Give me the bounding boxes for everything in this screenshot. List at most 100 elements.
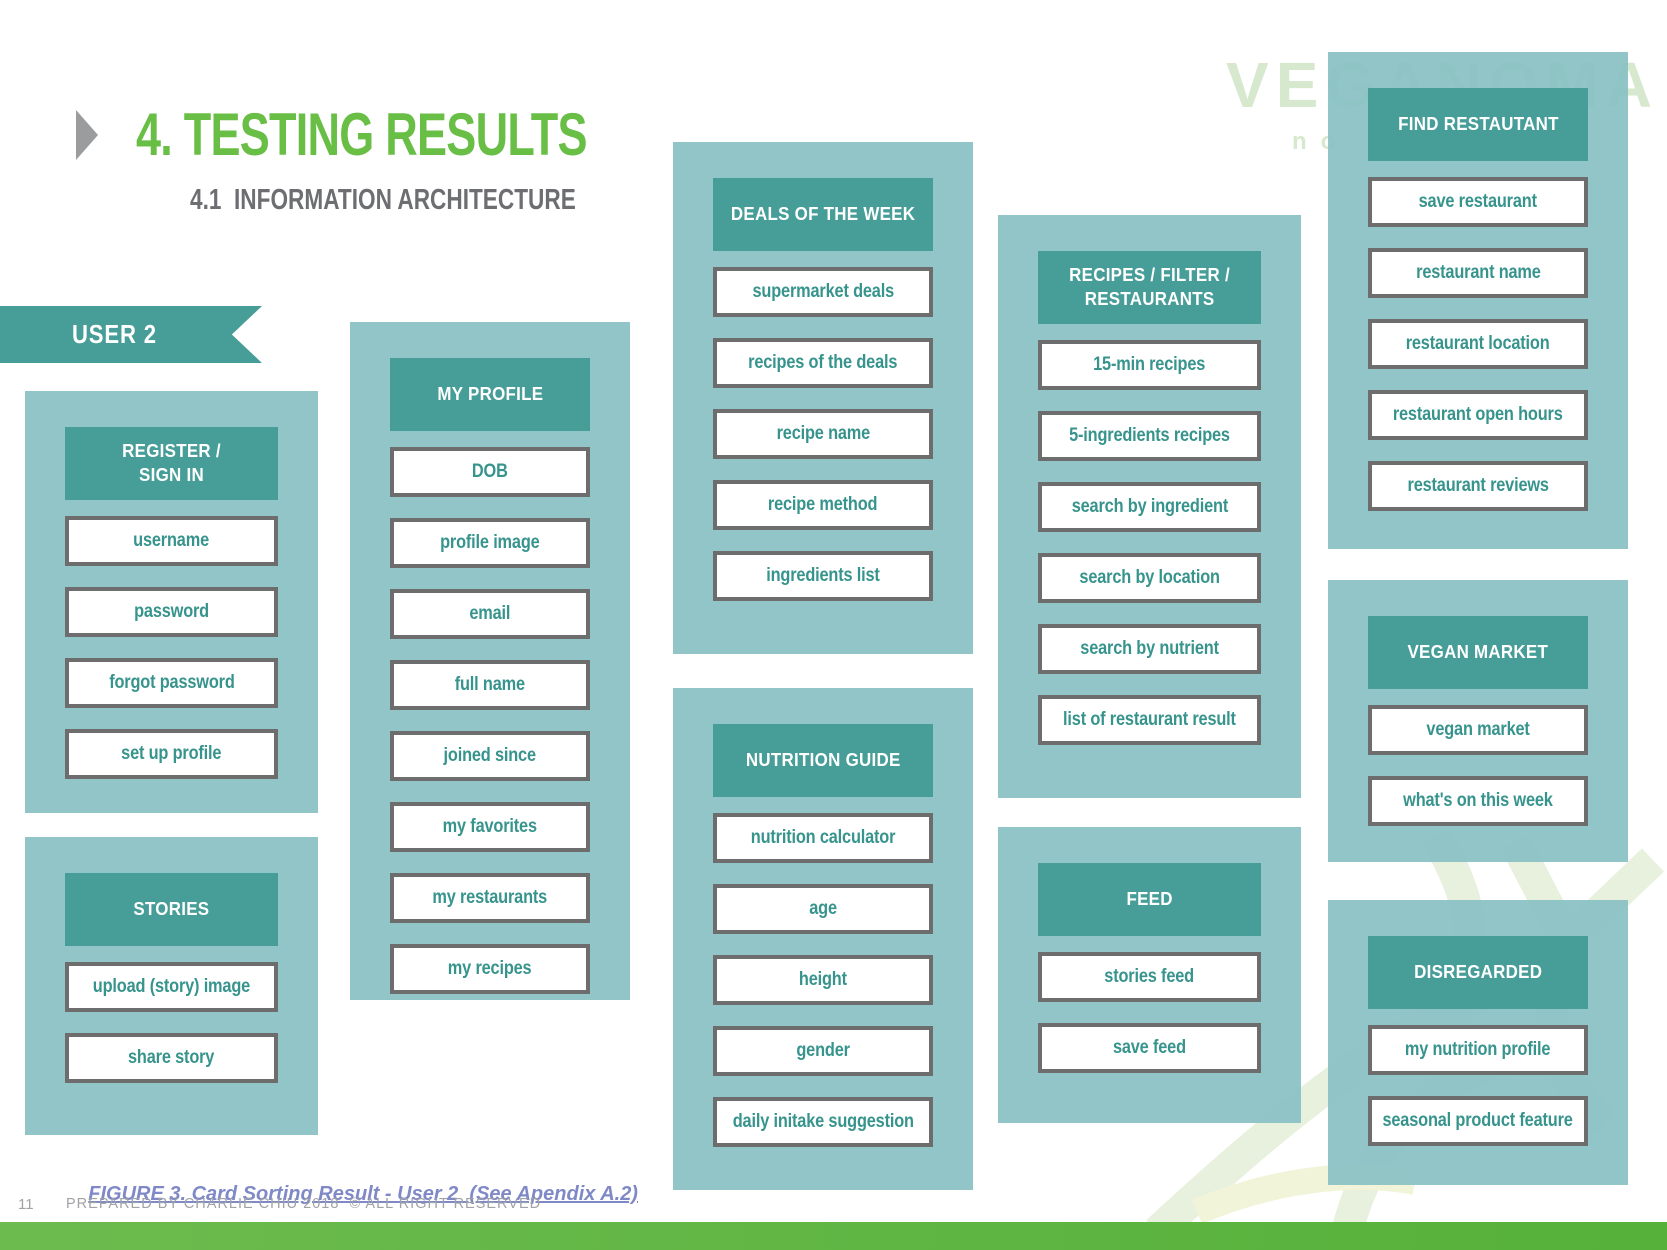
card-label: search by nutrient [1080, 638, 1219, 659]
card-profile-5: my favorites [390, 802, 590, 852]
card-group-disregarded: DISREGARDED my nutrition profile seasonal … [1328, 900, 1628, 1185]
group-header-label: VEGAN MARKET [1407, 641, 1549, 662]
card-group-nutrition: NUTRITION GUIDE nutrition calculator age he… [673, 688, 973, 1190]
figure-caption: FIGURE 3. Card Sorting Result - User 2 (… [66, 1160, 638, 1229]
card-label: height [798, 969, 847, 990]
card-label: share story [128, 1047, 215, 1068]
card-label: email [469, 603, 511, 624]
group-header-deals: DEALS OF THE WEEK [713, 178, 933, 251]
card-label: what's on this week [1403, 790, 1553, 811]
card-label: set up profile [121, 743, 222, 764]
group-header-label: REGISTER / SIGN IN [122, 441, 221, 485]
card-deals-2: recipe name [713, 409, 933, 459]
card-recipes-0: 15-min recipes [1038, 340, 1261, 390]
card-label: recipes of the deals [748, 352, 898, 373]
card-group-deals: DEALS OF THE WEEK supermarket deals recipe… [673, 142, 973, 654]
card-label: seasonal product feature [1382, 1110, 1574, 1131]
card-nutrition-4: daily initake suggestion [713, 1097, 933, 1147]
card-label: save feed [1113, 1037, 1186, 1058]
card-deals-4: ingredients list [713, 551, 933, 601]
card-label: supermarket deals [752, 281, 894, 302]
card-profile-0: DOB [390, 447, 590, 497]
card-label: 5-ingredients recipes [1069, 425, 1230, 446]
group-header-label: NUTRITION GUIDE [745, 749, 901, 770]
group-header-profile: MY PROFILE [390, 358, 590, 431]
card-market-1: what's on this week [1368, 776, 1588, 826]
group-header-label: DEALS OF THE WEEK [730, 203, 916, 224]
card-label: profile image [440, 532, 540, 553]
group-header-label: RECIPES / FILTER / RESTAURANTS [1069, 265, 1230, 309]
card-market-0: vegan market [1368, 705, 1588, 755]
card-group-market: VEGAN MARKET vegan market what's on this w… [1328, 580, 1628, 862]
card-label: search by ingredient [1071, 496, 1228, 517]
card-deals-1: recipes of the deals [713, 338, 933, 388]
group-header-market: VEGAN MARKET [1368, 616, 1588, 689]
card-find-3: restaurant open hours [1368, 390, 1588, 440]
figure-caption-link[interactable]: FIGURE 3. Card Sorting Result - User 2 (… [88, 1183, 638, 1205]
card-nutrition-0: nutrition calculator [713, 813, 933, 863]
card-nutrition-1: age [713, 884, 933, 934]
card-profile-6: my restaurants [390, 873, 590, 923]
card-label: restaurant location [1406, 333, 1550, 354]
card-group-find: FIND RESTAUTANT save restaurant restaurant… [1328, 52, 1628, 549]
card-label: my favorites [442, 816, 538, 837]
card-find-1: restaurant name [1368, 248, 1588, 298]
card-recipes-2: search by ingredient [1038, 482, 1261, 532]
card-label: password [134, 601, 209, 622]
group-header-stories: STORIES [65, 873, 278, 946]
card-register-1: password [65, 587, 278, 637]
card-label: recipe method [768, 494, 878, 515]
card-disregarded-0: my nutrition profile [1368, 1025, 1588, 1075]
card-label: forgot password [108, 672, 235, 693]
card-stories-0: upload (story) image [65, 962, 278, 1012]
card-find-2: restaurant location [1368, 319, 1588, 369]
card-label: restaurant reviews [1407, 475, 1549, 496]
card-label: gender [796, 1040, 850, 1061]
card-label: 15-min recipes [1093, 354, 1206, 375]
group-header-disregarded: DISREGARDED [1368, 936, 1588, 1009]
card-label: username [133, 530, 210, 551]
title-arrow-icon [76, 110, 98, 160]
group-header-label: STORIES [133, 898, 210, 919]
page-title: 4. TESTING RESULTS [136, 101, 587, 168]
card-label: my recipes [448, 958, 532, 979]
card-label: full name [454, 674, 526, 695]
card-nutrition-3: gender [713, 1026, 933, 1076]
card-label: search by location [1079, 567, 1220, 588]
card-label: recipe name [776, 423, 870, 444]
card-label: restaurant name [1415, 262, 1541, 283]
card-recipes-3: search by location [1038, 553, 1261, 603]
card-deals-3: recipe method [713, 480, 933, 530]
user-ribbon-label: USER 2 [72, 319, 157, 349]
card-feed-1: save feed [1038, 1023, 1261, 1073]
card-label: stories feed [1104, 966, 1195, 987]
bottom-accent-bar [0, 1222, 1667, 1250]
card-label: DOB [472, 461, 508, 482]
card-recipes-4: search by nutrient [1038, 624, 1261, 674]
card-group-profile: MY PROFILE DOB profile image email full name… [350, 322, 630, 1000]
card-profile-4: joined since [390, 731, 590, 781]
card-label: joined since [443, 745, 537, 766]
group-header-label: MY PROFILE [437, 383, 543, 404]
card-group-stories: STORIES upload (story) image share story [25, 837, 318, 1135]
group-header-label: DISREGARDED [1413, 961, 1543, 982]
page-number: 11 [18, 1196, 34, 1213]
card-label: my restaurants [432, 887, 548, 908]
card-label: vegan market [1426, 719, 1530, 740]
card-label: ingredients list [766, 565, 880, 586]
card-register-3: set up profile [65, 729, 278, 779]
card-label: my nutrition profile [1405, 1039, 1551, 1060]
card-label: upload (story) image [92, 976, 251, 997]
card-label: save restaurant [1418, 191, 1538, 212]
card-stories-1: share story [65, 1033, 278, 1083]
card-find-0: save restaurant [1368, 177, 1588, 227]
card-recipes-5: list of restaurant result [1038, 695, 1261, 745]
card-deals-0: supermarket deals [713, 267, 933, 317]
group-header-find: FIND RESTAUTANT [1368, 88, 1588, 161]
card-find-4: restaurant reviews [1368, 461, 1588, 511]
card-group-recipes: RECIPES / FILTER / RESTAURANTS 15-min rec… [998, 215, 1301, 798]
card-profile-7: my recipes [390, 944, 590, 994]
card-profile-2: email [390, 589, 590, 639]
group-header-label: FIND RESTAUTANT [1397, 113, 1559, 134]
card-profile-3: full name [390, 660, 590, 710]
